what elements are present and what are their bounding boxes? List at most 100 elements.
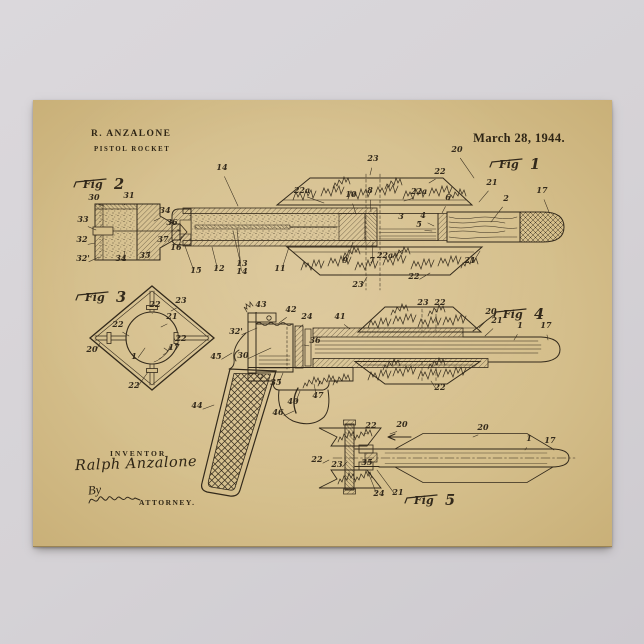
leader-line	[283, 410, 295, 417]
leader-line	[369, 167, 373, 176]
ref-label: 20	[476, 422, 489, 432]
leader-line	[524, 447, 527, 451]
leader-line	[346, 241, 354, 261]
ref-label: 36	[166, 217, 178, 227]
ref-label: 23	[416, 297, 429, 307]
ref-label: 1	[526, 433, 532, 443]
leader-line	[403, 197, 414, 202]
ref-label: 35	[270, 377, 282, 387]
leader-line	[389, 431, 398, 435]
ref-label: 22	[174, 333, 187, 343]
ref-label: 3	[398, 211, 404, 221]
ref-label: 22	[310, 454, 323, 464]
leader-line	[546, 334, 549, 341]
ref-label: 23	[366, 153, 379, 163]
ref-label: 13	[236, 258, 248, 268]
leader-line	[307, 196, 325, 204]
ref-label: 22	[127, 380, 140, 390]
leader-line	[241, 327, 258, 335]
leader-line	[137, 371, 149, 387]
figure-number: 3	[116, 289, 126, 306]
ref-label: 9	[342, 255, 348, 265]
leader-line	[298, 324, 304, 329]
ref-label: 33	[77, 214, 89, 224]
leader-line	[184, 245, 195, 271]
leader-line	[95, 342, 101, 351]
ref-label: 23	[174, 295, 187, 305]
patent-title: PISTOL ROCKET	[94, 146, 171, 153]
leader-line	[352, 203, 357, 215]
ref-label: 34	[115, 253, 127, 263]
ref-label: 22	[111, 319, 124, 329]
leader-line	[303, 344, 310, 347]
leader-line	[460, 157, 475, 179]
ref-label: 8	[367, 185, 373, 195]
ref-label: 41	[334, 311, 345, 321]
ref-label: 30	[88, 192, 100, 202]
ref-label: 43	[255, 299, 267, 309]
ref-label: 35	[361, 457, 373, 467]
ref-label: 35	[139, 250, 151, 260]
leader-line	[248, 347, 272, 359]
ref-label: 15	[190, 265, 202, 275]
attorney-caption: ATTORNEY.	[139, 498, 196, 507]
leader-line	[376, 469, 395, 494]
ref-label: 17	[536, 185, 548, 195]
leader-line	[322, 459, 330, 464]
ref-label: 22	[407, 271, 420, 281]
ref-label: 17	[540, 320, 552, 330]
ref-label: 2	[502, 193, 509, 203]
leader-line	[122, 250, 126, 259]
ref-label: 22a	[293, 185, 310, 195]
leader-line	[430, 380, 437, 389]
ref-label: 6	[445, 192, 451, 202]
ref-label: 47	[312, 390, 324, 400]
ref-label: 5	[416, 219, 422, 229]
leader-line	[232, 230, 241, 264]
leader-line	[153, 217, 161, 222]
ref-label: 14	[236, 266, 248, 276]
leader-line	[236, 228, 242, 272]
leader-line	[123, 203, 126, 206]
leader-line	[122, 331, 130, 337]
leader-line	[484, 328, 494, 337]
leader-line	[513, 334, 518, 341]
ref-label: 24	[372, 488, 385, 498]
leader-line	[160, 323, 168, 328]
leader-line	[367, 471, 377, 494]
leader-line	[221, 352, 233, 360]
leader-line	[253, 311, 257, 314]
leader-line	[363, 432, 367, 435]
ref-label: 17	[168, 342, 180, 352]
leader-line	[281, 246, 290, 269]
ref-label: 46	[272, 407, 284, 417]
ref-label: 21	[463, 255, 475, 265]
ref-label: 22	[364, 420, 377, 430]
leader-line	[295, 390, 301, 402]
leader-line	[473, 250, 481, 262]
leader-line	[87, 226, 97, 231]
leader-line	[428, 178, 436, 184]
leader-line	[427, 222, 435, 227]
figure-heading-word: Fig	[84, 291, 105, 304]
ref-label: 17	[544, 435, 556, 445]
leader-line	[163, 347, 169, 352]
leader-line	[478, 319, 488, 329]
ref-label: 23	[351, 279, 364, 289]
ref-label: 12	[213, 263, 225, 273]
attorney-signature-scribble	[88, 496, 141, 504]
ref-label: 24	[300, 311, 313, 321]
ref-label: 21	[391, 487, 403, 497]
leader-line	[372, 241, 374, 261]
leader-line	[419, 272, 431, 280]
ref-label: 22	[433, 166, 446, 176]
ref-label: 42	[285, 304, 297, 314]
figure-heading-word: Fig	[498, 158, 519, 171]
